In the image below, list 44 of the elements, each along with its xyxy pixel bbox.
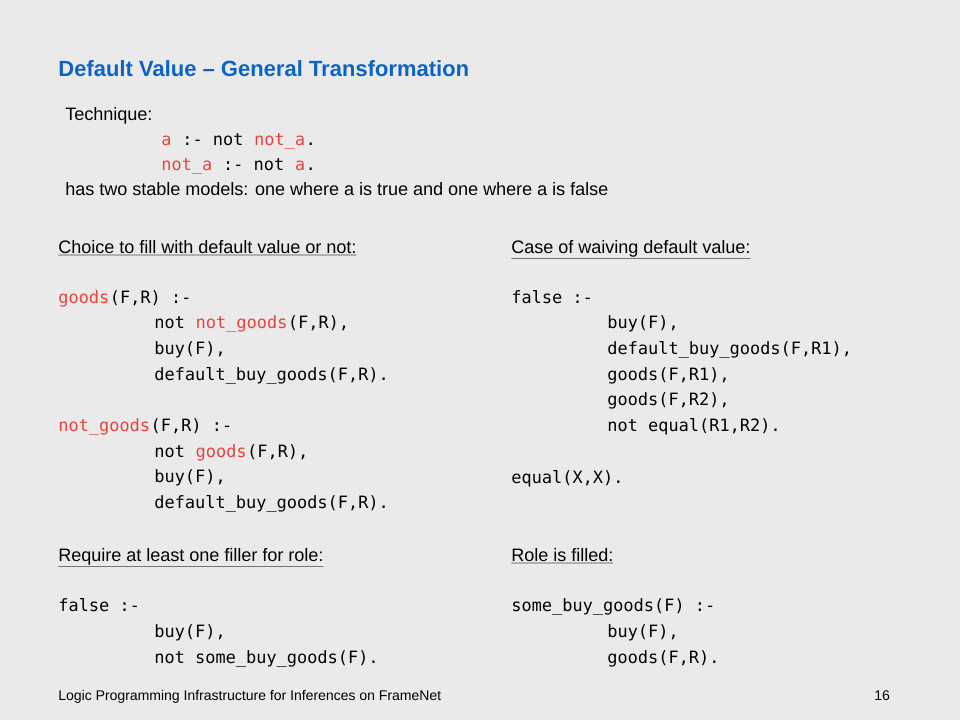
- code-text: not: [156, 316, 184, 328]
- code-text: a: [162, 136, 170, 146]
- code-text: .: [310, 167, 312, 170]
- code-text: (F,R),: [250, 444, 304, 460]
- section-heading: Require at least one filler for role:: [58, 548, 324, 567]
- code-text: buy(F),: [608, 624, 675, 640]
- body-text: has two stable models: one where a is true and one where a is false: [66, 182, 608, 196]
- code-text: :- not: [227, 158, 282, 170]
- code-text: default_buy_goods(F,R1),: [608, 341, 848, 358]
- code-text: not some_buy_goods(F).: [156, 650, 374, 667]
- section-heading: Choice to fill with default value or not:: [58, 240, 357, 256]
- code-text: goods(F,R).: [608, 650, 716, 667]
- code-text: not_goods: [60, 418, 148, 435]
- page-number: 16: [875, 690, 890, 700]
- code-text: goods: [59, 290, 108, 307]
- code-text: not: [156, 445, 184, 458]
- code-text: .: [310, 142, 312, 145]
- section-heading: Case of waiving default value:: [511, 240, 751, 259]
- section-heading: Role is filled:: [511, 548, 614, 564]
- footer-text: Logic Programming Infrastructure for Inferences on FrameNet: [59, 690, 441, 703]
- code-text: goods(F,R2),: [608, 392, 726, 409]
- code-text: (F,R),: [291, 315, 346, 330]
- code-text: goods: [196, 444, 245, 461]
- code-text: not_a: [256, 133, 304, 149]
- code-text: (F,R) :-: [113, 290, 188, 306]
- code-text: false :-: [512, 290, 590, 304]
- code-text: buy(F),: [156, 341, 222, 358]
- code-text: default_buy_goods(F,R).: [155, 495, 385, 512]
- body-text: Technique:: [66, 106, 151, 124]
- code-text: equal(X,X).: [512, 470, 620, 487]
- code-text: goods(F,R1),: [608, 367, 726, 384]
- code-text: buy(F),: [156, 624, 222, 640]
- slide-title: Default Value – General Transformation: [60, 60, 468, 76]
- code-text: a: [296, 160, 304, 170]
- code-text: buy(F),: [156, 469, 222, 486]
- code-text: false :-: [60, 598, 137, 612]
- code-text: not_goods: [197, 315, 286, 332]
- code-text: default_buy_goods(F,R).: [155, 367, 385, 384]
- code-text: (F,R) :-: [154, 418, 230, 434]
- code-text: some_buy_goods(F) :-: [513, 598, 712, 615]
- code-text: not_a: [162, 158, 211, 174]
- code-text: buy(F),: [608, 315, 675, 332]
- code-text: not equal(R1,R2).: [608, 418, 776, 435]
- code-text: :- not: [186, 133, 242, 146]
